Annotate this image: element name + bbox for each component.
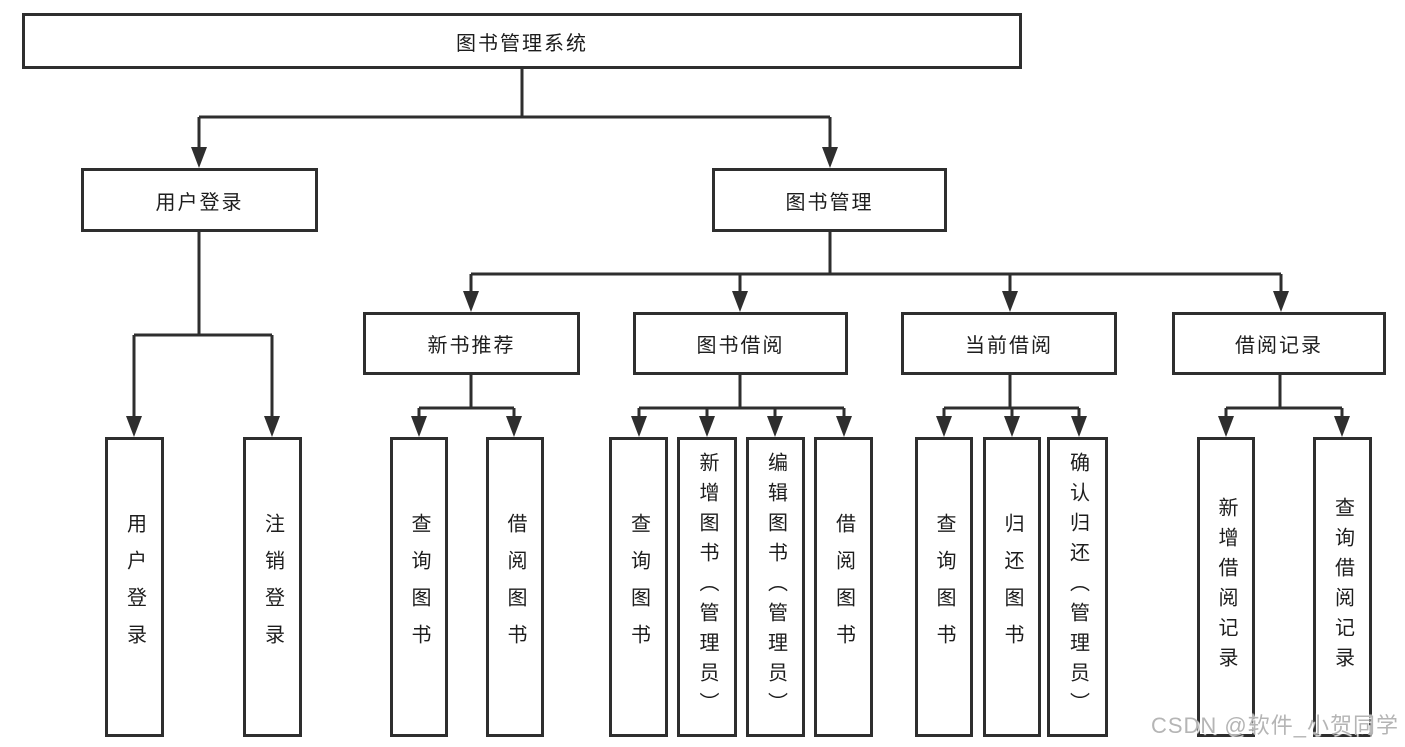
node-borrowing-records: 借阅记录 (1172, 312, 1386, 375)
node-label: 新增借阅记录 (1215, 497, 1237, 677)
node-query-books-borrow: 查询图书 (609, 437, 668, 737)
node-label: 借阅图书 (504, 513, 526, 661)
node-label: 用户登录 (123, 513, 146, 661)
node-label: 新书推荐 (427, 335, 516, 357)
node-user-login-leaf: 用户登录 (105, 437, 164, 737)
node-user-login: 用户登录 (81, 168, 318, 232)
node-book-borrowing: 图书借阅 (633, 312, 848, 375)
node-query-books-current: 查询图书 (915, 437, 973, 737)
node-query-books-recommend: 查询图书 (390, 437, 448, 737)
node-label: 查询图书 (627, 513, 650, 661)
node-label: 借阅记录 (1235, 335, 1323, 357)
node-label: 借阅图书 (832, 513, 855, 661)
node-label: 当前借阅 (965, 335, 1053, 357)
node-library-system: 图书管理系统 (22, 13, 1022, 69)
node-label: 查询图书 (408, 513, 430, 661)
node-label: 新增图书（管理员） (696, 452, 718, 722)
node-add-borrow-record: 新增借阅记录 (1197, 437, 1255, 737)
node-label: 用户登录 (155, 191, 244, 214)
node-label: 查询借阅记录 (1331, 497, 1354, 677)
node-label: 查询图书 (933, 513, 955, 661)
node-current-borrowing: 当前借阅 (901, 312, 1117, 375)
node-label: 图书管理系统 (456, 32, 588, 55)
node-confirm-return-admin: 确认归还（管理员） (1047, 437, 1108, 737)
node-return-book: 归还图书 (983, 437, 1041, 737)
node-new-book-recommendation: 新书推荐 (363, 312, 580, 375)
node-borrow-books-recommend: 借阅图书 (486, 437, 544, 737)
node-query-borrow-record: 查询借阅记录 (1313, 437, 1372, 737)
node-edit-book-admin: 编辑图书（管理员） (746, 437, 805, 737)
node-label: 归还图书 (1001, 513, 1023, 661)
node-label: 编辑图书（管理员） (764, 452, 787, 722)
node-add-book-admin: 新增图书（管理员） (677, 437, 737, 737)
node-label: 确认归还（管理员） (1066, 452, 1089, 722)
watermark: CSDN @软件_小贺同学 (1150, 713, 1399, 738)
node-logout: 注销登录 (243, 437, 302, 737)
node-label: 注销登录 (261, 513, 284, 661)
node-book-management: 图书管理 (712, 168, 947, 232)
node-borrow-books-leaf: 借阅图书 (814, 437, 873, 737)
node-label: 图书借阅 (696, 335, 785, 357)
node-label: 图书管理 (785, 191, 874, 214)
